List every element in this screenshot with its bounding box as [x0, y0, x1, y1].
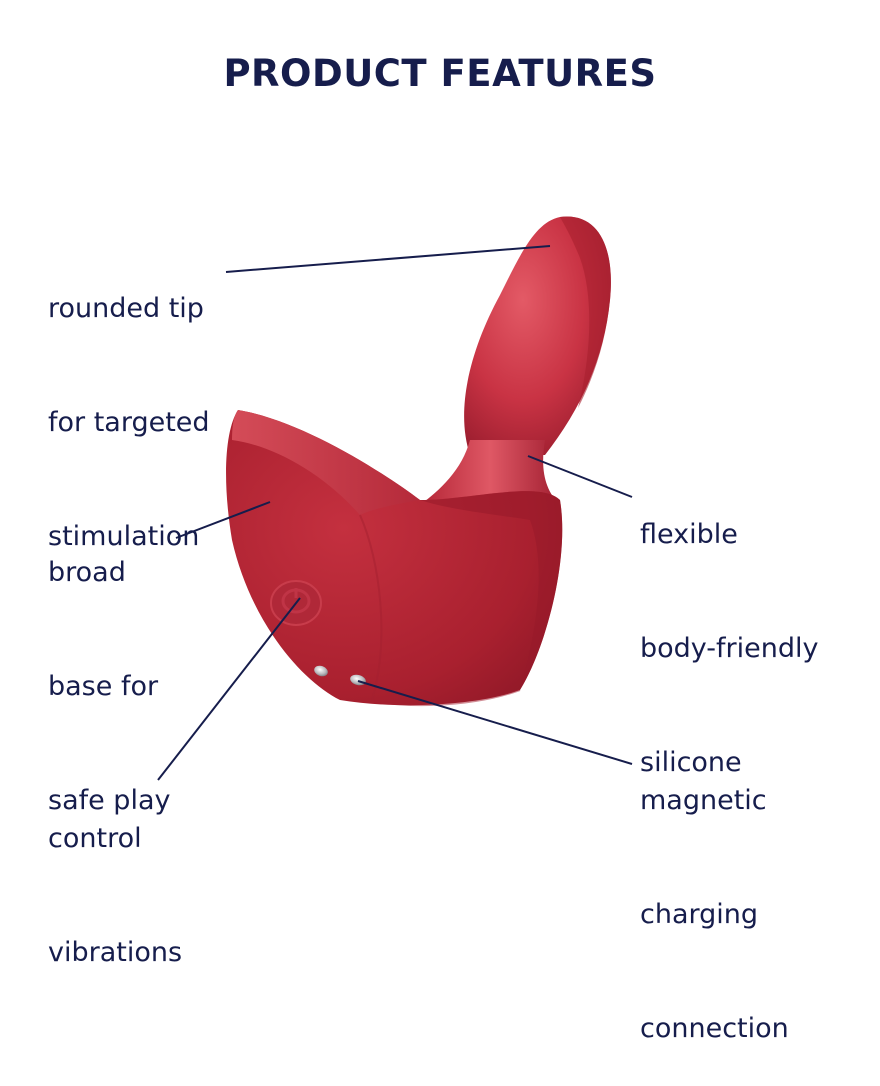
callout-line: connection — [640, 1013, 789, 1044]
product-illustration — [157, 216, 633, 781]
page-title: PRODUCT FEATURES — [223, 52, 657, 95]
callout-line: control — [48, 823, 142, 854]
callout-control-vibrations: control vibrations — [48, 744, 182, 1010]
product-base — [226, 410, 563, 707]
charging-contact-icon — [314, 665, 328, 677]
callout-line: magnetic — [640, 785, 767, 816]
callout-line: stimulation — [48, 521, 200, 552]
callout-rounded-tip: rounded tip for targeted stimulation — [48, 214, 210, 594]
callout-broad-base: broad base for safe play — [48, 478, 170, 858]
callout-line: rounded tip — [48, 293, 204, 324]
callout-magnetic-charging: magnetic charging connection — [640, 706, 789, 1086]
callout-line: vibrations — [48, 937, 183, 968]
callout-flexible-silicone: flexible body-friendly silicone — [640, 440, 819, 820]
callout-line: flexible — [640, 519, 738, 550]
callout-line: base for — [48, 671, 159, 702]
callout-line: body-friendly — [640, 633, 819, 664]
callout-line: safe play — [48, 785, 171, 816]
callout-line: charging — [640, 899, 759, 930]
callout-lines — [157, 245, 633, 781]
callout-line: broad — [48, 557, 126, 588]
product-neck — [420, 440, 560, 505]
callout-line: for targeted — [48, 407, 210, 438]
product-tip — [464, 216, 611, 455]
callout-line: silicone — [640, 747, 742, 778]
